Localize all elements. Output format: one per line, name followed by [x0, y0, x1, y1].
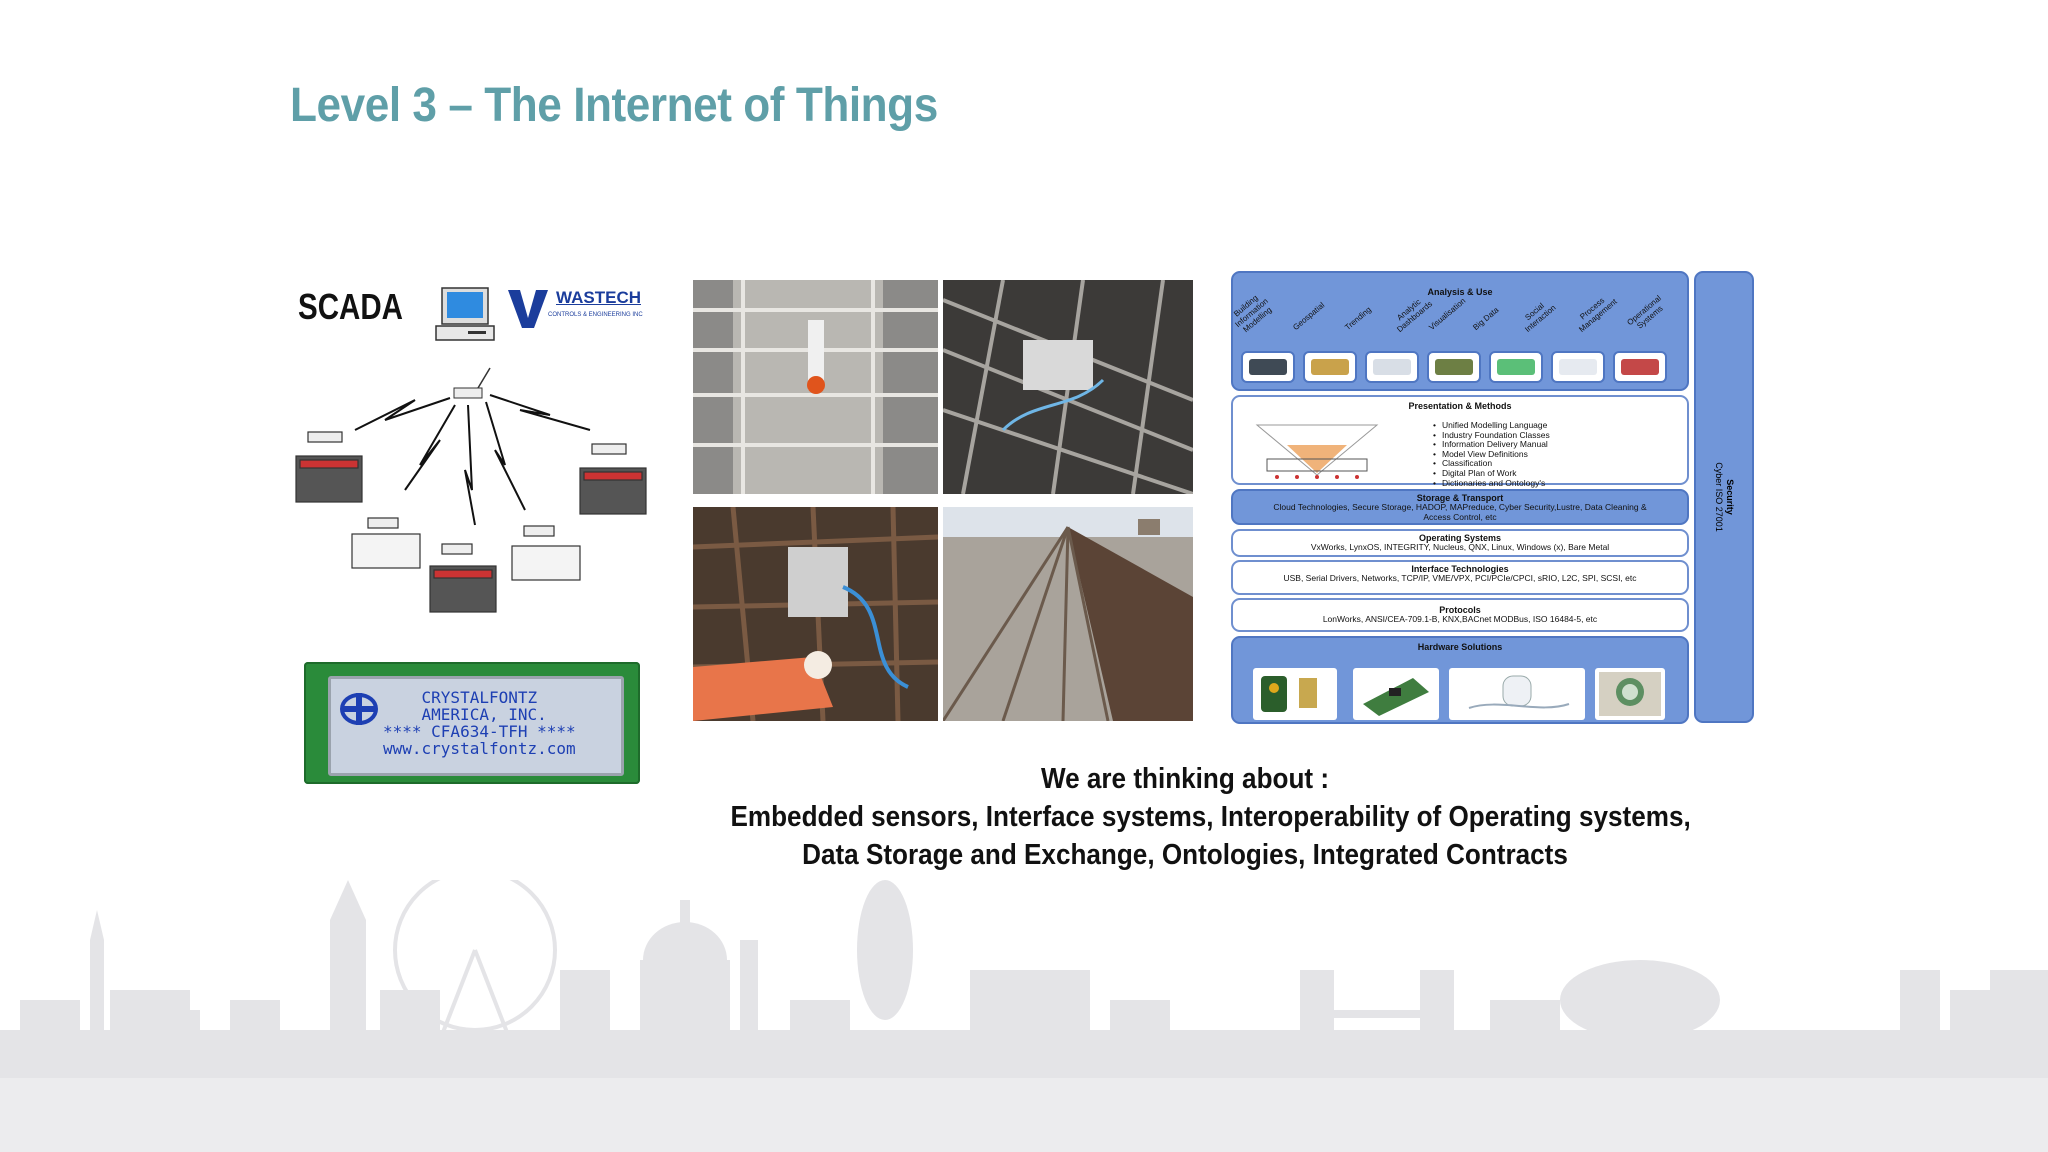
slide-title: Level 3 – The Internet of Things — [290, 79, 938, 132]
dashboard-thumbnail — [1241, 351, 1295, 383]
sensor-photo-3 — [693, 507, 938, 721]
storage-transport-layer: Storage & Transport Cloud Technologies, … — [1231, 489, 1689, 525]
list-item: Model View Definitions — [1433, 449, 1550, 460]
map-thumbnail — [1303, 351, 1357, 383]
presentation-methods-layer: Presentation & Methods Unified Modelling… — [1231, 395, 1689, 489]
presentation-methods-title: Presentation & Methods — [1408, 401, 1512, 411]
sensor-device-image — [1449, 668, 1585, 720]
sensor-photo-1 — [693, 280, 938, 494]
list-item: Industry Foundation Classes — [1433, 430, 1550, 441]
category-label: Operational Systems — [1625, 293, 1665, 331]
sensor-photo-2 — [943, 280, 1193, 494]
storage-transport-text: Cloud Technologies, Secure Storage, HADO… — [1273, 502, 1647, 522]
visualisation-thumbnail — [1489, 351, 1543, 383]
slide-caption: We are thinking about : Embedded sensors… — [680, 760, 1691, 874]
iot-architecture-diagram: Analysis & Use Building Information Mode… — [1231, 270, 1755, 724]
caption-line-2: Embedded sensors, Interface systems, Int… — [730, 801, 1691, 833]
sensor-photo-4 — [943, 507, 1193, 721]
scada-diagram: SCADA WASTECH CONTROLS & ENGINEERING INC — [290, 280, 660, 620]
interface-technologies-title: Interface Technologies — [1411, 564, 1509, 574]
scada-label: SCADA — [298, 286, 403, 327]
caption-line-1: We are thinking about : — [1040, 763, 1330, 795]
crystalfontz-logo-icon — [340, 693, 378, 725]
analysis-use-title: Analysis & Use — [1427, 287, 1493, 297]
category-label: Trending — [1343, 304, 1373, 332]
scada-network-diagram — [295, 287, 647, 613]
trend-thumbnail — [1365, 351, 1419, 383]
protocols-text: LonWorks, ANSI/CEA-709.1-B, KNX,BACnet M… — [1322, 614, 1598, 624]
list-item: Dictionaries and Ontology's — [1433, 478, 1550, 489]
category-label: Social Interaction — [1523, 301, 1558, 334]
hardware-solutions-title: Hardware Solutions — [1417, 642, 1503, 652]
security-title: Security — [1725, 479, 1735, 515]
sensor-board-image — [1253, 668, 1337, 720]
interface-technologies-layer: Interface Technologies USB, Serial Drive… — [1231, 560, 1689, 595]
footer-band — [0, 1078, 2048, 1152]
wastech-logo-tagline: CONTROLS & ENGINEERING INC — [548, 312, 643, 318]
security-column: Security Cyber ISO 27001 — [1694, 271, 1754, 723]
systems-thumbnail — [1613, 351, 1667, 383]
list-item: Unified Modelling Language — [1433, 420, 1550, 431]
lcd-text: CRYSTALFONTZ AMERICA, INC. **** CFA634-T… — [383, 688, 576, 758]
protocols-title: Protocols — [1439, 605, 1481, 615]
security-label: Security Cyber ISO 27001 — [1713, 462, 1735, 532]
protocols-layer: Protocols LonWorks, ANSI/CEA-709.1-B, KN… — [1231, 598, 1689, 632]
list-item: Classification — [1433, 459, 1550, 469]
category-label: Analytic Dashboards — [1395, 297, 1435, 334]
lcd-screen: CRYSTALFONTZ AMERICA, INC. **** CFA634-T… — [328, 676, 624, 776]
hardware-solutions-layer: Hardware Solutions — [1231, 636, 1689, 724]
storage-transport-title: Storage & Transport — [1416, 493, 1504, 503]
list-item: Digital Plan of Work — [1433, 468, 1550, 479]
analysis-use-layer: Analysis & Use Building Information Mode… — [1231, 271, 1689, 391]
social-thumbnail — [1551, 351, 1605, 383]
operating-systems-text: VxWorks, LynxOS, INTEGRITY, Nucleus, QNX… — [1310, 542, 1610, 552]
category-label: Big Data — [1471, 305, 1501, 332]
presentation-methods-list: Unified Modelling Language Industry Foun… — [1433, 420, 1550, 489]
computer-icon — [435, 287, 495, 341]
security-subtitle: Cyber ISO 27001 — [1714, 462, 1724, 532]
caption-line-3: Data Storage and Exchange, Ontologies, I… — [802, 839, 1568, 871]
ifc-diagram-icon — [1255, 424, 1379, 479]
category-label: Visualisation — [1427, 296, 1468, 332]
lcd-display-module: CRYSTALFONTZ AMERICA, INC. **** CFA634-T… — [304, 662, 640, 784]
analytics-thumbnail — [1427, 351, 1481, 383]
circuit-board-image — [1353, 668, 1439, 720]
category-label: Geospatial — [1291, 300, 1327, 332]
interface-technologies-text: USB, Serial Drivers, Networks, TCP/IP, V… — [1283, 573, 1637, 583]
wastech-logo-name: WASTECH — [556, 288, 641, 307]
meter-device-image — [1595, 668, 1665, 720]
operating-systems-title: Operating Systems — [1418, 533, 1502, 543]
operating-systems-layer: Operating Systems VxWorks, LynxOS, INTEG… — [1231, 529, 1689, 557]
wastech-logo-icon — [508, 290, 548, 328]
list-item: Information Delivery Manual — [1433, 440, 1550, 450]
